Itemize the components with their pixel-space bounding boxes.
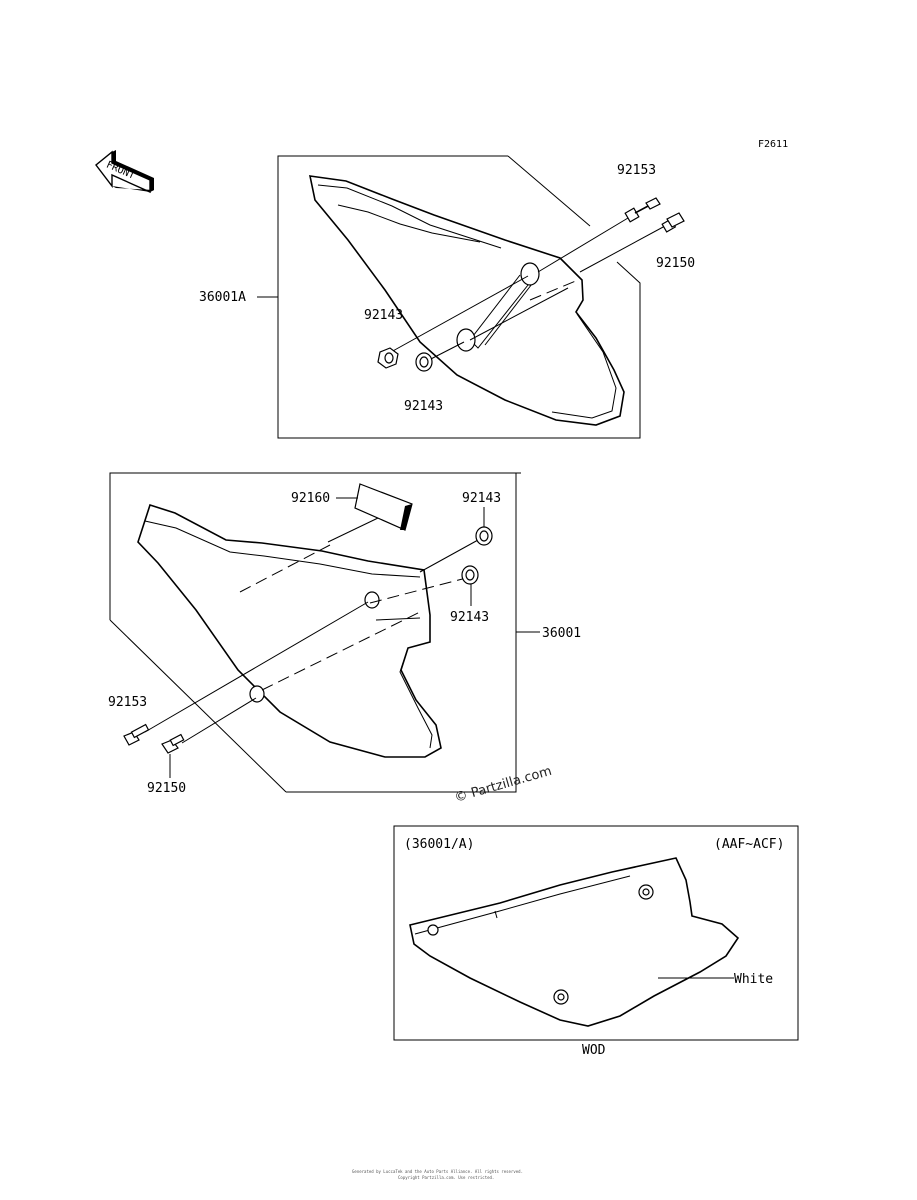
inset-color-label: White bbox=[734, 972, 773, 987]
label-92160: 92160 bbox=[291, 491, 330, 506]
upper-side-cover bbox=[308, 175, 625, 426]
inset-caption: WOD bbox=[582, 1043, 606, 1058]
inset-side-cover bbox=[409, 857, 740, 1027]
label-lower-92150: 92150 bbox=[147, 781, 186, 796]
upper-bolt-92150 bbox=[661, 212, 685, 233]
front-arrow-icon: FRONT bbox=[95, 150, 154, 194]
decal-92160 bbox=[354, 483, 413, 531]
upper-frame bbox=[277, 155, 641, 439]
label-upper-92143-a: 92143 bbox=[364, 308, 403, 323]
variant-inset: (36001/A) (AAF~ACF) White WOD bbox=[393, 825, 799, 1058]
inset-models: (AAF~ACF) bbox=[714, 837, 784, 852]
lower-assembly: 92160 92143 92143 36001 92153 92150 bbox=[108, 472, 581, 796]
label-36001: 36001 bbox=[542, 626, 581, 641]
lower-bolt-92153 bbox=[123, 723, 150, 746]
upper-bolt-92153 bbox=[624, 197, 661, 223]
inset-frame bbox=[393, 825, 799, 1041]
watermark: © Partzilla.com bbox=[453, 764, 554, 806]
lower-grommet-lower bbox=[461, 565, 479, 585]
footer-line-2: Copyright Partzilla.com. Use restricted. bbox=[398, 1175, 494, 1180]
upper-assembly: 36001A 92153 92150 92143 92143 bbox=[199, 155, 695, 439]
label-upper-92143-b: 92143 bbox=[404, 399, 443, 414]
label-36001A: 36001A bbox=[199, 290, 246, 305]
label-upper-92153: 92153 bbox=[617, 163, 656, 178]
figure-code: F2611 bbox=[758, 139, 788, 150]
lower-frame bbox=[109, 472, 521, 620]
upper-grommet-left bbox=[377, 347, 399, 369]
label-upper-92150: 92150 bbox=[656, 256, 695, 271]
inset-part-ref: (36001/A) bbox=[404, 837, 474, 852]
label-lower-92143-b: 92143 bbox=[450, 610, 489, 625]
lower-side-cover bbox=[137, 503, 442, 758]
lower-bolt-92150 bbox=[161, 733, 185, 754]
upper-grommet-right bbox=[415, 352, 433, 372]
label-lower-92153: 92153 bbox=[108, 695, 147, 710]
footer-line-1: Generated by LuccaTek and the Auto Parts… bbox=[352, 1169, 523, 1174]
label-lower-92143-a: 92143 bbox=[462, 491, 501, 506]
lower-grommet-upper bbox=[475, 526, 493, 546]
